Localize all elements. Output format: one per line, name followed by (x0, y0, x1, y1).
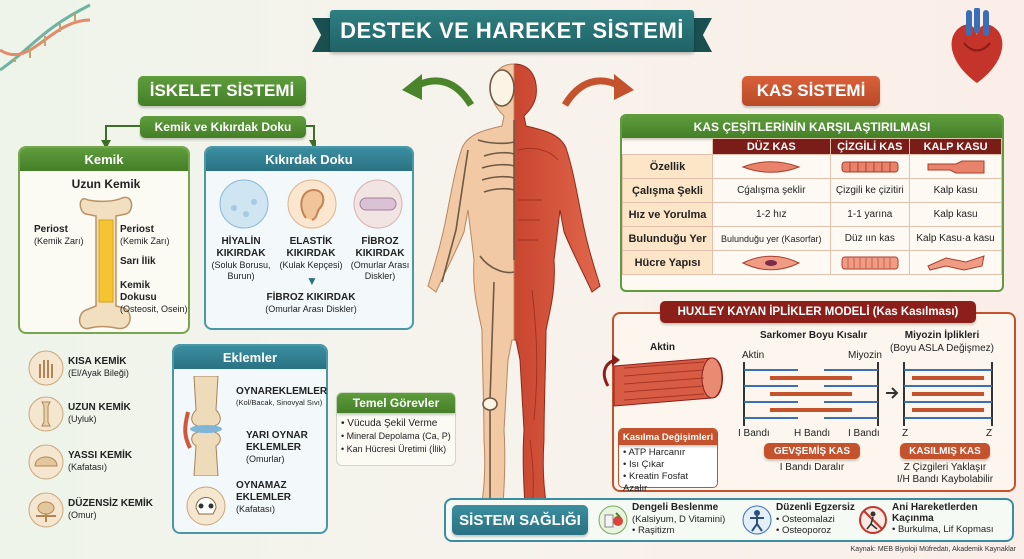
saglik-item-title: Dengeli Beslenme (632, 502, 719, 513)
relaxed-sarcomere-diagram (743, 362, 879, 426)
kas-table-title: KAS ÇEŞİTLERİNİN KARŞILAŞTIRILMASI (622, 116, 1002, 138)
miyozin-sub: (Boyu ASLA Değişmez) (890, 343, 994, 354)
kas-comparison-table: DÜZ KAS ÇİZGİLİ KAS KALP KASU Özellik Ça… (622, 138, 1002, 275)
table-row: Hücre Yapısı (622, 250, 1002, 275)
vertebra-icon (28, 492, 64, 528)
bone-types-list: KISA KEMİK(El/Ayak Bileği) UZUN KEMİK(Uy… (20, 344, 170, 539)
smooth-cell-icon (742, 255, 801, 270)
gevsemis-sub: I Bandı Daralır (779, 462, 845, 473)
no-sudden-move-icon (859, 506, 887, 534)
temel-gorevler-title: Temel Görevler (337, 393, 455, 413)
miyozin-label: Miyozin (848, 350, 882, 361)
right-small-arrow-icon (886, 387, 899, 399)
periost-right: Periost(Kemik Zarı) (120, 224, 170, 246)
dna-helix-icon (0, 3, 91, 72)
contracted-sarcomere-diagram (903, 362, 993, 426)
source-credit: Kaynak: MEB Biyoloji Müfredatı, Akademik… (850, 546, 1016, 553)
aktin-label: Aktin (650, 342, 675, 353)
i-band-right: I Bandı (848, 428, 880, 439)
hand-bones-icon (28, 350, 64, 386)
yari-oynar-name: YARI OYNAR EKLEMLER (246, 430, 308, 453)
long-bone-icon (28, 396, 64, 432)
fibrous-cartilage-icon (353, 179, 403, 229)
kasilmis-badge: KASILMIŞ KAS (900, 443, 990, 459)
right-arrow-icon (561, 74, 634, 107)
kasilma-degisimleri-box: Kasılma Değişimleri ATP Harcanır Isı Çık… (618, 428, 718, 494)
fibroz-bottom-name: FİBROZ KIKIRDAK (266, 292, 356, 303)
col-duz-kas: DÜZ KAS (712, 138, 831, 155)
eklemler-panel: Eklemler OYNAREKLEMLER(Kol/Bacak, Sinovy… (172, 344, 328, 534)
kemik-title: Kemik (20, 148, 188, 171)
temel-gorevler-panel: Temel Görevler Vücuda Şekil Verme Minera… (336, 392, 456, 466)
smooth-muscle-icon (741, 160, 801, 173)
sarkomer-label: Sarkomer Boyu Kısalır (760, 330, 868, 341)
iskelet-heading: İSKELET SİSTEMİ (138, 76, 306, 106)
skeletal-muscle-icon (841, 161, 899, 172)
human-anatomy-figure (427, 63, 601, 525)
i-band-left: I Bandı (738, 428, 770, 439)
fibroz-name: FİBROZ KIKIRDAK (355, 236, 405, 259)
down-arrow-icon: ▼ (306, 274, 318, 288)
col-cizgili-kas: ÇİZGİLİ KAS (829, 138, 911, 155)
change-item: ATP Harcanır (623, 447, 713, 459)
healthy-food-icon (598, 505, 628, 535)
left-arrow-icon (402, 74, 475, 107)
skull-icon (186, 486, 226, 526)
change-item: Isı Çıkar (623, 459, 713, 471)
temel-item: Mineral Depolama (Ca, P) (341, 430, 451, 443)
sistem-sagligi-title: SİSTEM SAĞLIĞI (452, 505, 588, 535)
kasilmis-sub2: I/H Bandı Kaybolabilir (896, 474, 994, 485)
kikirdak-title: Kıkırdak Doku (206, 148, 412, 171)
saglik-item-title: Düzenli Egzersiz (776, 502, 855, 513)
elastik-name: ELASTİK KIKIRDAK (286, 236, 336, 259)
sari-ilik-label: Sarı İlik (120, 256, 156, 267)
huxley-title: HUXLEY KAYAN İPLİKLER MODELİ (Kas Kasılm… (660, 301, 976, 323)
temel-item: Vücuda Şekil Verme (341, 417, 451, 430)
change-item: Kreatin Fosfat Azalır (623, 471, 713, 495)
striated-cell-icon (841, 256, 899, 269)
z-right: Z (986, 428, 993, 439)
oynamaz-name: OYNAMAZ EKLEMLER (236, 480, 291, 503)
aktin2-label: Aktin (742, 350, 765, 361)
h-band: H Bandı (794, 428, 831, 439)
knee-joint-icon (183, 376, 222, 476)
hyaline-cartilage-icon (219, 179, 269, 229)
sistem-sagligi-bar: SİSTEM SAĞLIĞI Dengeli Beslenme (Kalsiyu… (444, 498, 1014, 542)
gevsemis-badge: GEVŞEMİŞ KAS (764, 443, 860, 459)
heart-icon (951, 8, 1003, 83)
flat-bone-icon (28, 444, 64, 480)
ear-icon (287, 179, 337, 229)
table-row: Bulunduğu Yer Bulunduğu yer (Kasorfar) D… (622, 226, 1002, 251)
muscle-fiber-icon (602, 354, 723, 407)
miyozin-title: Miyozin İplikleri (904, 330, 980, 341)
table-row: Çalışma Şekli Cǵalışma şeklir Çizgili ke… (622, 178, 1002, 203)
kasilma-degisimleri-title: Kasılma Değişimleri (619, 429, 717, 445)
kas-table-panel: KAS ÇEŞİTLERİNİN KARŞILAŞTIRILMASI DÜZ K… (620, 114, 1004, 292)
kas-heading: KAS SİSTEMİ (742, 76, 880, 106)
kemik-kikirdak-heading: Kemik ve Kıkırdak Doku (140, 116, 306, 138)
table-row: Hız ve Yorulma 1-2 hız 1-1 yarına Kalp k… (622, 202, 1002, 227)
kemik-panel: Kemik Uzun Kemik Periost(Kemik Zarı) Per… (18, 146, 190, 334)
kemik-dokusu-label: Kemik Dokusu(Osteosit, Osein) (120, 280, 188, 314)
kikirdak-panel: Kıkırdak Doku HİYALİN KIKIRDAK(Soluk Bor… (204, 146, 414, 330)
table-row: Özellik (622, 154, 1002, 179)
saglik-item-title: Ani Hareketlerden Kaçınma (892, 502, 978, 524)
oynar-eklem-name: OYNAREKLEMLER (236, 386, 328, 397)
periost-left: Periost(Kemik Zarı) (34, 224, 84, 246)
col-kalp-kasu: KALP KASU (909, 138, 1002, 155)
long-bone-diagram (78, 196, 133, 330)
eklemler-title: Eklemler (174, 346, 326, 369)
hiyalin-name: HİYALİN KIKIRDAK (216, 236, 266, 259)
exercise-icon (742, 505, 772, 535)
z-left: Z (902, 428, 909, 439)
cardiac-muscle-icon (927, 160, 985, 173)
temel-item: Kan Hücresi Üretimi (İlik) (341, 443, 451, 456)
uzun-kemik-title: Uzun Kemik (71, 177, 141, 191)
kasilmis-sub1: Z Çizgileri Yaklaşır (903, 462, 987, 473)
page-title: DESTEK VE HAREKET SİSTEMİ (330, 10, 694, 52)
cardiac-cell-icon (926, 254, 985, 271)
